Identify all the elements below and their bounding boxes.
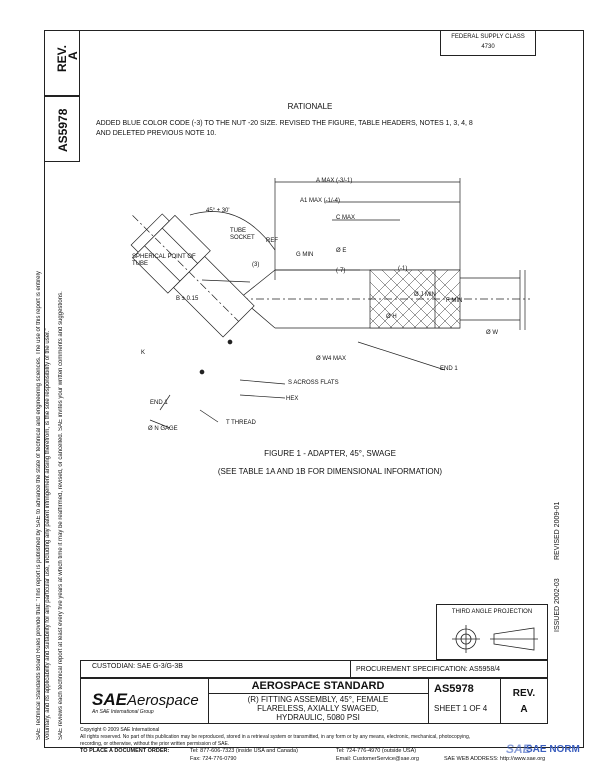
title-sheet: SHEET 1 OF 4 xyxy=(434,704,488,713)
label-end1-left: END 1 xyxy=(150,400,168,406)
sae-logo-mark: SAE xyxy=(92,690,127,709)
rationale-text-line1: ADDED BLUE COLOR CODE (-3) TO THE NUT -2… xyxy=(96,120,473,127)
left-doc-number: AS5978 xyxy=(56,108,70,152)
label-k: K xyxy=(141,350,146,356)
label-hex: HEX xyxy=(286,396,299,402)
sae-logo-aerospace: Aerospace xyxy=(126,692,199,709)
label-ref: REF xyxy=(266,238,278,244)
label-c-max: C MAX xyxy=(336,215,356,221)
left-margin-line2: voluntary, and its applicability and sui… xyxy=(45,328,51,740)
label-note-1: (-1) xyxy=(398,266,408,272)
footer-web: SAE WEB ADDRESS: http://www.sae.org xyxy=(444,756,546,762)
sae-logo-subtitle: An SAE International Group xyxy=(92,709,154,715)
left-docnum-cell xyxy=(44,96,80,162)
label-angle: 45° ± 30' xyxy=(206,208,230,214)
footer-copyright: Copyright © 2009 SAE International xyxy=(80,727,160,733)
title-line1: (R) FITTING ASSEMBLY, 45°, FEMALE xyxy=(247,695,389,704)
revised-date: REVISED 2009-01 xyxy=(554,501,561,560)
figure-subcaption: (SEE TABLE 1A AND 1B FOR DIMENSIONAL INF… xyxy=(217,467,443,476)
footer-fax: Fax: 724-776-0790 xyxy=(190,756,237,762)
watermark-sae: SAE xyxy=(506,742,531,756)
label-g-min: G MIN xyxy=(296,252,314,258)
label-spherical-point: SPHERICAL POINT OF TUBE xyxy=(132,254,196,267)
rationale-title: RATIONALE xyxy=(287,102,333,111)
label-across-flats: S ACROSS FLATS xyxy=(288,380,339,386)
left-rev-cell xyxy=(44,30,80,96)
label-b-dim: B ± 0.15 xyxy=(176,296,199,302)
label-a-max: A MAX (-3/-1) xyxy=(316,178,353,184)
left-margin-line1: SAE Technical Standards Board Rules prov… xyxy=(36,271,42,740)
page-frame xyxy=(44,30,584,748)
footer-tel1: Tel: 877-606-7323 (inside USA and Canada… xyxy=(190,748,298,754)
label-end1-right: END 1 xyxy=(440,366,458,372)
label-dia-h: Ø H xyxy=(386,314,397,320)
label-t-thread: T THREAD xyxy=(226,420,256,426)
issued-date: ISSUED 2002-03 xyxy=(554,578,561,632)
procurement-text: PROCUREMENT SPECIFICATION: AS5958/4 xyxy=(356,666,501,673)
sae-logo: SAEAerospace xyxy=(92,690,199,710)
projection-symbol xyxy=(452,625,538,653)
custodian-row xyxy=(80,660,548,678)
federal-supply-line2: 4730 xyxy=(481,44,495,50)
rationale-text-line2: AND DELETED PREVIOUS NOTE 10. xyxy=(96,130,217,137)
projection-box xyxy=(436,604,548,660)
fitting-drawing xyxy=(130,178,530,429)
label-dia-n-gage: Ø N GAGE xyxy=(148,426,178,432)
watermark-norm: SAE NORM xyxy=(526,744,580,755)
footer-tel2: Tel: 724-776-4970 (outside USA) xyxy=(336,748,417,754)
left-margin-line3: SAE reviews each technical report at lea… xyxy=(58,291,64,740)
projection-label: THIRD ANGLE PROJECTION xyxy=(451,609,533,615)
label-f-min: F MIN xyxy=(446,298,463,304)
footer-rights: All rights reserved. No part of this pub… xyxy=(80,734,471,740)
standard-heading: AEROSPACE STANDARD xyxy=(251,680,385,692)
standard-underline xyxy=(208,693,428,694)
label-dia-j-min: Ø J MIN xyxy=(414,292,436,298)
title-divider-1 xyxy=(208,678,209,724)
title-divider-3 xyxy=(500,678,501,724)
footer-rights2: recording, or otherwise, without the pri… xyxy=(80,741,230,747)
label-note3: (3) xyxy=(252,262,260,268)
label-note-7: (-7) xyxy=(336,268,346,274)
label-dia-w4-max: Ø W4 MAX xyxy=(316,356,347,362)
label-a1-max: A1 MAX (-1/-4) xyxy=(300,198,341,204)
footer-order-label: TO PLACE A DOCUMENT ORDER: xyxy=(80,748,170,754)
figure-caption: FIGURE 1 - ADAPTER, 45°, SWAGE xyxy=(264,449,396,458)
federal-supply-line1: FEDERAL SUPPLY CLASS xyxy=(451,34,525,40)
label-tube-socket: TUBE SOCKET xyxy=(230,228,255,241)
title-rev-label: REV. xyxy=(512,688,536,699)
title-line2: FLARELESS, AXIALLY SWAGED, xyxy=(257,704,379,713)
federal-supply-box xyxy=(440,30,536,56)
title-block xyxy=(80,678,548,724)
title-line3: HYDRAULIC, 5080 PSI xyxy=(276,713,360,722)
procurement-divider xyxy=(350,660,351,678)
title-rev-value: A xyxy=(520,704,528,715)
label-dia-e: Ø E xyxy=(336,248,347,254)
footer-email: Email: CustomerService@sae.org xyxy=(336,756,419,762)
title-doc-number: AS5978 xyxy=(434,683,474,695)
title-divider-2 xyxy=(428,678,429,724)
left-rev-value: A xyxy=(66,51,80,60)
custodian-text: CUSTODIAN: SAE G-3/G-3B xyxy=(92,663,183,670)
label-dia-w: Ø W xyxy=(486,330,498,336)
